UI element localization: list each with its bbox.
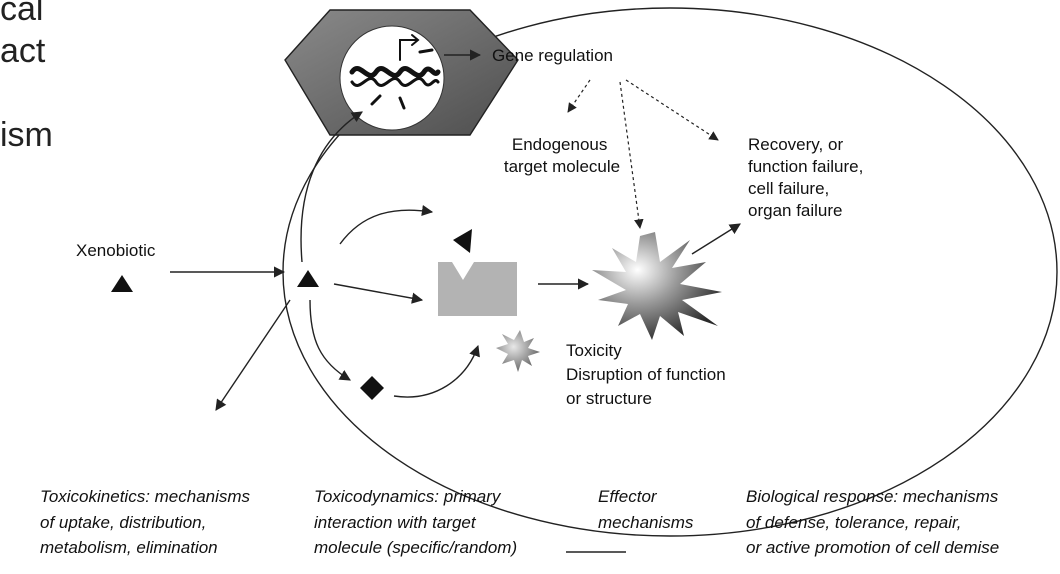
- label-recovery: Recovery, or function failure, cell fail…: [748, 135, 868, 220]
- label-endogenous-target: Endogenous target molecule: [504, 135, 620, 176]
- caption-effector: Effector mechanisms: [598, 487, 694, 532]
- arrow-to-nucleus: [300, 111, 363, 263]
- label-toxicity: Toxicity Disruption of function or struc…: [566, 341, 730, 408]
- label-gene-regulation: Gene regulation: [492, 46, 613, 65]
- arrow-elimination: [215, 299, 291, 411]
- dna-helix-icon: [349, 34, 441, 110]
- small-burst-icon: [496, 330, 540, 372]
- arrow-to-reactive-metabolite: [309, 299, 351, 381]
- background-text-fragment-3: ism: [0, 116, 53, 154]
- reactive-metabolite-diamond-icon: [360, 376, 384, 400]
- dashed-arrow-to-recovery: [625, 79, 719, 141]
- target-molecule-block: [438, 262, 517, 316]
- arrow-to-recovery: [691, 223, 741, 255]
- arrow-metabolite-out: [339, 204, 434, 245]
- arrow-diamond-to-target: [393, 344, 480, 398]
- background-text-fragment-1: cal: [0, 0, 43, 28]
- caption-biological-response: Biological response: mechanisms of defen…: [746, 487, 1003, 557]
- toxicity-burst-icon: [592, 232, 722, 340]
- arrow-to-target-molecule: [333, 283, 424, 304]
- dashed-arrow-to-toxicity: [619, 81, 644, 229]
- label-xenobiotic: Xenobiotic: [76, 241, 156, 260]
- caption-toxicodynamics: Toxicodynamics: primary interaction with…: [314, 487, 517, 557]
- background-text-fragment-2: act: [0, 32, 46, 70]
- caption-toxicokinetics: Toxicokinetics: mechanisms of uptake, di…: [40, 487, 255, 557]
- xenobiotic-triangle-icon: [111, 275, 133, 292]
- dashed-arrow-to-endogenous: [567, 79, 591, 113]
- metabolite-triangle-icon: [453, 229, 472, 253]
- internal-xenobiotic-triangle-icon: [297, 270, 319, 287]
